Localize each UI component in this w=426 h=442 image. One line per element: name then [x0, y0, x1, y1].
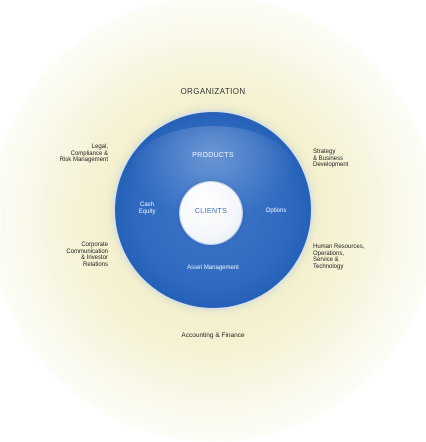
label-line: Relations [82, 261, 108, 268]
label-corporate-communication: Corporate Communication & Investor Relat… [22, 242, 108, 268]
options-label: Options [265, 208, 287, 214]
label-line: Service & [313, 257, 339, 263]
label-line: Legal, [91, 144, 108, 150]
label-line: Corporate [81, 242, 108, 248]
label-line: Human Resources, [313, 244, 365, 250]
label-line: Communication [66, 248, 108, 255]
label-line: Operations, [313, 250, 345, 257]
label-line: Technology [313, 263, 344, 270]
label-line: Strategy [313, 149, 336, 155]
asset-management-label: Asset Management [187, 265, 239, 271]
label-legal-compliance: Legal, Compliance & Risk Management [22, 144, 108, 164]
label-line: Compliance & [70, 150, 108, 157]
label-line: & Investor [80, 255, 108, 261]
diagram-title: ORGANIZATION [180, 87, 246, 96]
label-line: Development [313, 162, 349, 168]
cash-equity-label: Cash Equity [130, 202, 164, 216]
equity-label: Equity [138, 209, 156, 215]
label-line: Risk Management [59, 157, 108, 163]
label-line: & Business [313, 155, 344, 162]
label-strategy: Strategy & Business Development [313, 149, 403, 169]
products-label: PRODUCTS [192, 152, 234, 159]
clients-label: CLIENTS [194, 208, 228, 215]
label-human-resources: Human Resources, Operations, Service & T… [313, 244, 413, 270]
cash-label: Cash [139, 202, 154, 208]
accounting-finance-label: Accounting & Finance [181, 332, 245, 339]
clients-circle [180, 182, 242, 244]
